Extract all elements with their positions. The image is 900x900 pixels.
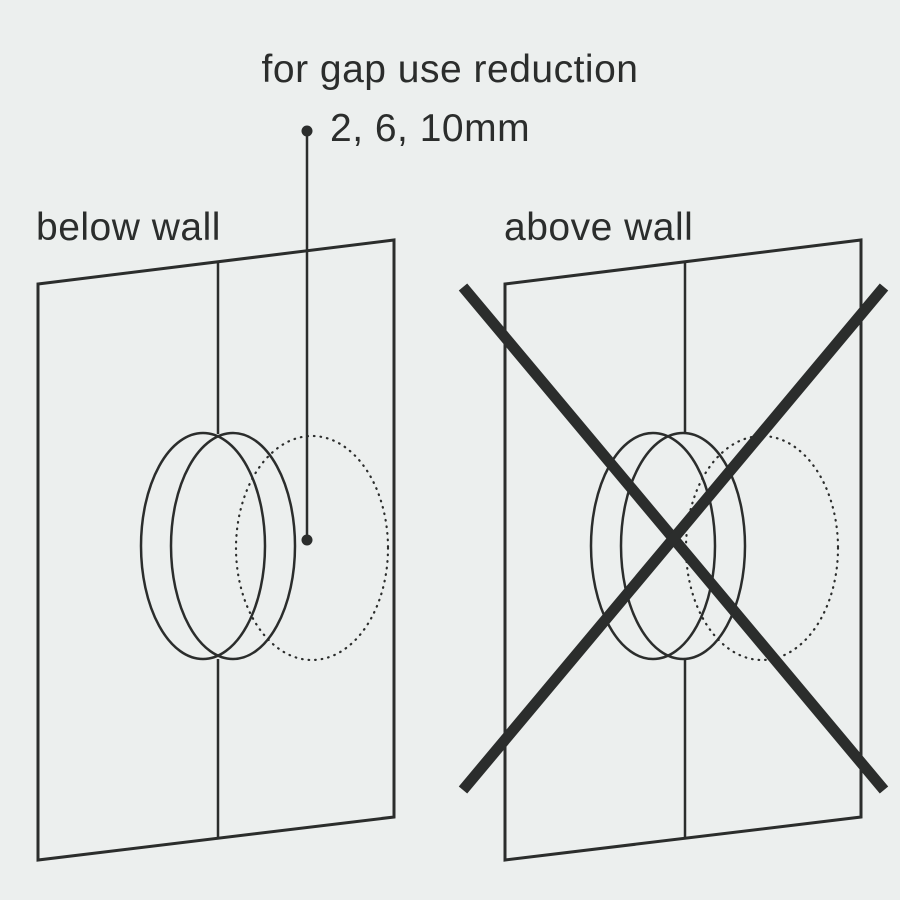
wall-panel-outline (38, 240, 394, 860)
socket-cylinder-front (591, 433, 715, 659)
cross-stroke-2 (463, 287, 884, 790)
leader-end-dot-icon (301, 534, 313, 546)
leader-line (301, 125, 313, 546)
reduction-ring-dotted (686, 436, 838, 660)
title: for gap use reduction (261, 48, 639, 91)
cross-out-x-icon (463, 287, 884, 790)
bullet-dot-icon (301, 125, 313, 137)
below-wall-label: below wall (36, 206, 221, 249)
socket-cylinder-front (141, 433, 265, 659)
measurement-values: 2, 6, 10mm (330, 107, 531, 150)
wall-panel-outline (505, 240, 861, 860)
socket-cylinder-rim (621, 433, 745, 659)
reduction-ring-dotted (236, 436, 388, 660)
above-wall-label: above wall (504, 206, 694, 249)
above-wall-figure (463, 240, 884, 860)
socket-cylinder-rim (171, 433, 295, 659)
below-wall-figure (38, 240, 394, 860)
